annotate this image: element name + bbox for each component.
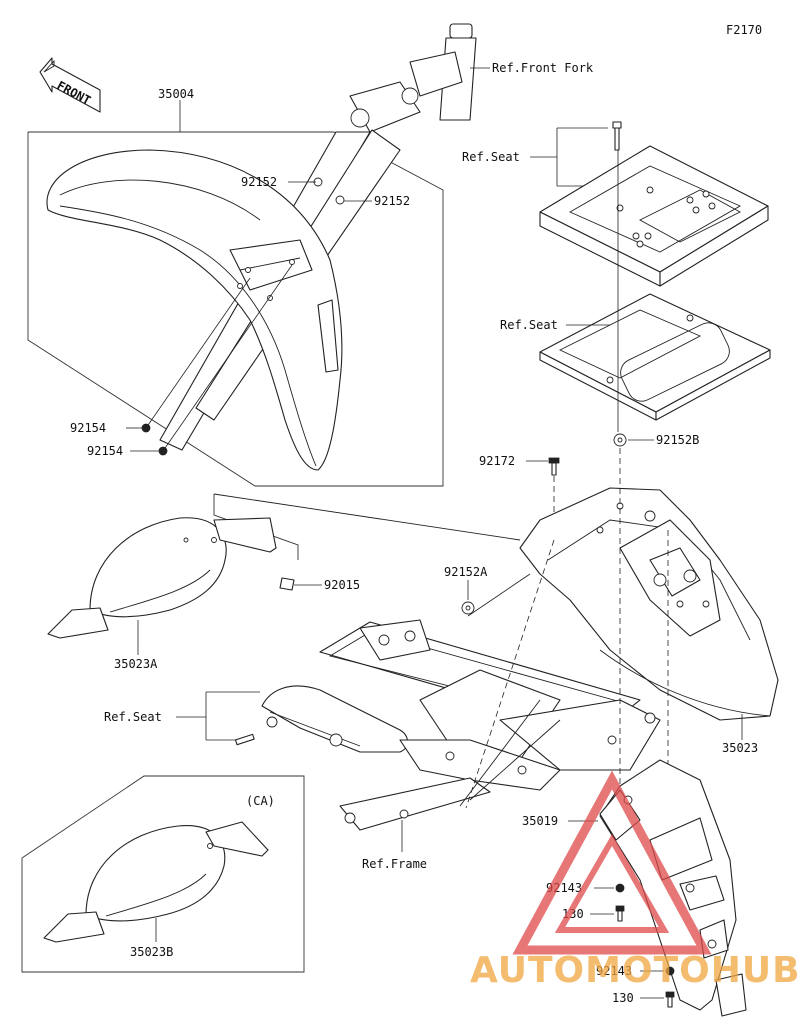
label-92152-b: 92152 (374, 194, 410, 208)
label-92015: 92015 (324, 578, 360, 592)
diagram-code: F2170 (726, 23, 762, 37)
watermark-text: AUTOMOTOHUB (470, 950, 800, 991)
rear-fender-35023 (519, 487, 779, 721)
label-35019: 35019 (522, 814, 558, 828)
label-seat-ref-left: Ref.Seat (104, 710, 162, 724)
label-35023: 35023 (722, 741, 758, 755)
label-seat-ref-mid: Ref.Seat (500, 318, 558, 332)
label-92143-b: 92143 (596, 964, 632, 978)
label-35004: 35004 (158, 87, 194, 101)
nut-92143-b-icon (665, 966, 675, 976)
front-arrow-icon: FRONT (39, 57, 101, 113)
label-92172: 92172 (479, 454, 515, 468)
seat-bolt-icon (612, 121, 622, 151)
label-92154-a: 92154 (70, 421, 106, 435)
label-ca-note: (CA) (246, 794, 275, 808)
washer-92152-b-icon (335, 195, 345, 205)
bolt-130-b-icon (665, 991, 675, 1008)
seat-rail-bolt-icon (234, 733, 255, 746)
seat-rail (261, 685, 409, 753)
label-92152-a: 92152 (241, 175, 277, 189)
seat-bracket-top (539, 145, 769, 287)
watermark-logo: AUTOMOTOHUB (470, 770, 800, 991)
rear-fender-35023B-box (21, 775, 305, 973)
label-92154-b: 92154 (87, 444, 123, 458)
label-92152B: 92152B (656, 433, 699, 447)
front-fender-35004 (46, 149, 343, 471)
bolt-92172-icon (548, 457, 560, 476)
nut-92143-a-icon (615, 883, 625, 893)
label-92152A: 92152A (444, 565, 488, 579)
frame (319, 619, 661, 831)
front-fender-group-box (27, 131, 444, 487)
label-35023B: 35023B (130, 945, 173, 959)
bolt-130-a-icon (615, 905, 625, 922)
seat-bracket-mid (539, 293, 771, 421)
label-130-b: 130 (612, 991, 634, 1005)
clip-92015-icon (279, 577, 295, 591)
rear-fender-35023B (43, 821, 269, 943)
rear-fender-35023A (47, 517, 277, 639)
label-frame-ref: Ref.Frame (362, 857, 427, 871)
label-front-fork-ref: Ref.Front Fork (492, 61, 594, 75)
label-35023A: 35023A (114, 657, 158, 671)
label-seat-ref-top: Ref.Seat (462, 150, 520, 164)
